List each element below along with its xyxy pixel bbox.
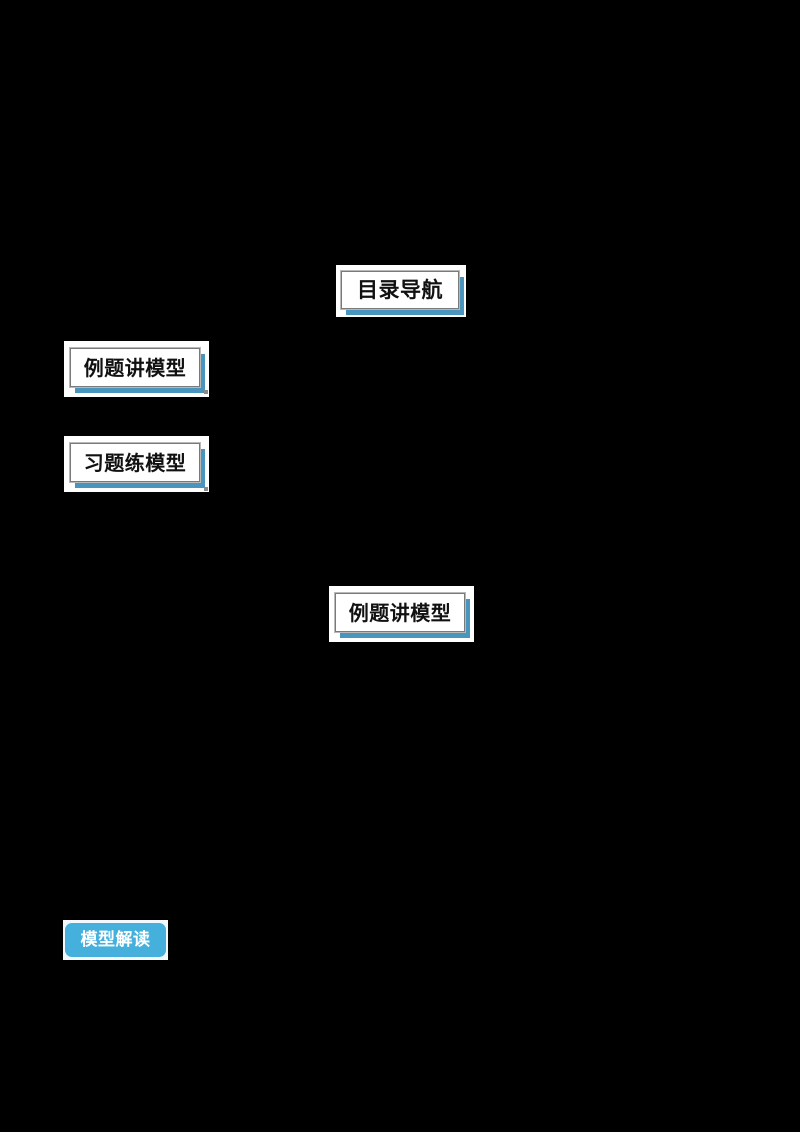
section-button-label: 例题讲模型 [348,600,452,625]
section-button-exercise-practices-model[interactable]: 习题练模型 [64,436,209,492]
scan-speck-artifact [204,487,208,491]
section-button-label: 例题讲模型 [83,355,187,380]
section-button-model-interpretation-backdrop: 模型解读 [63,920,168,960]
section-button-example-explains-model-2[interactable]: 例题讲模型 [329,586,474,642]
scan-speck-artifact [204,390,208,394]
section-button-model-interpretation[interactable]: 模型解读 [65,923,166,957]
section-button-label: 模型解读 [80,929,151,950]
section-button-example-explains-model-1[interactable]: 例题讲模型 [64,341,209,397]
section-button-label: 习题练模型 [83,450,187,475]
bevel-card: 习题练模型 [70,443,200,482]
bevel-card: 例题讲模型 [70,348,200,387]
bevel-card: 例题讲模型 [335,593,465,632]
bevel-card: 目录导航 [341,271,459,309]
section-button-catalog-navigation[interactable]: 目录导航 [336,265,466,317]
section-button-label: 目录导航 [357,277,443,302]
